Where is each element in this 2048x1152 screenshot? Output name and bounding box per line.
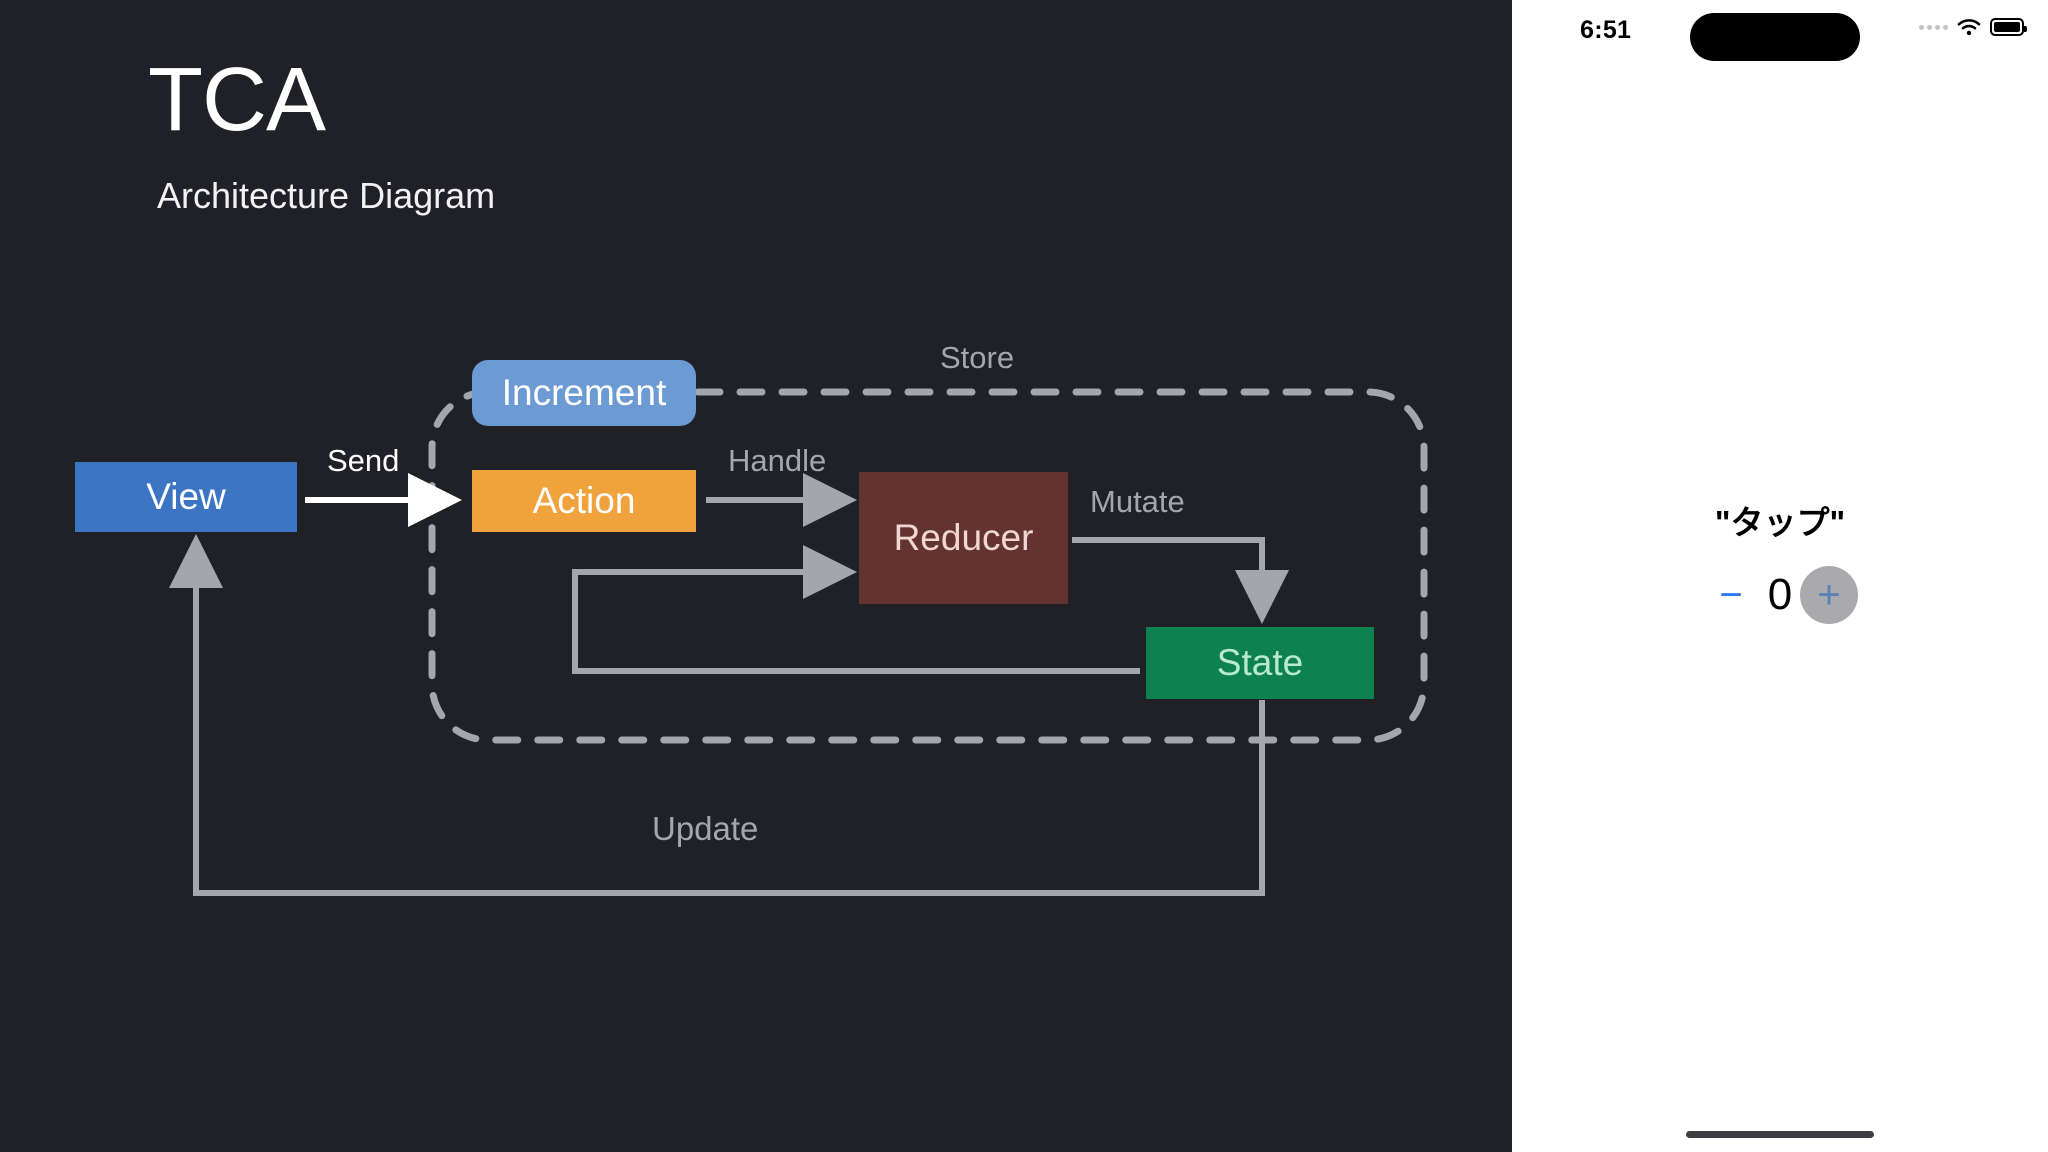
store-boundary	[428, 388, 1428, 744]
edge-label-mutate: Mutate	[1090, 484, 1185, 519]
increment-button-label: +	[1817, 573, 1841, 617]
page-subtitle: Architecture Diagram	[157, 175, 496, 216]
tap-label: "タップ"	[1714, 504, 1846, 541]
node-state: State	[1146, 627, 1374, 699]
ios-simulator-panel: 6:51 "タップ" − 0	[1512, 0, 2048, 1152]
node-reducer-label: Reducer	[893, 517, 1034, 558]
node-view: View	[75, 462, 297, 532]
node-action-label: Action	[532, 480, 636, 521]
edge-update	[169, 534, 1265, 896]
node-view-label: View	[146, 476, 226, 517]
decrement-button[interactable]: −	[1719, 573, 1743, 617]
edge-feedback	[572, 545, 1140, 674]
node-increment: Increment	[472, 360, 696, 426]
counter-screen: "タップ" − 0 +	[1512, 496, 2048, 624]
increment-button-pressed-highlight	[1800, 566, 1858, 624]
diagram-connectors	[169, 388, 1428, 896]
wifi-icon	[1957, 18, 1981, 36]
node-reducer: Reducer	[859, 472, 1068, 604]
status-bar: 6:51	[1512, 0, 2048, 62]
increment-button[interactable]: +	[1800, 566, 1858, 624]
node-increment-label: Increment	[501, 372, 667, 413]
edge-mutate	[1072, 537, 1289, 624]
edge-label-send: Send	[327, 443, 400, 478]
architecture-diagram: View Increment Action Reducer State Send…	[75, 340, 1428, 896]
node-action: Action	[472, 470, 696, 532]
counter-row: − 0 +	[1512, 566, 2048, 624]
store-label: Store	[940, 340, 1015, 375]
page-title: TCA	[148, 50, 326, 150]
home-indicator[interactable]	[1686, 1131, 1874, 1138]
presentation-slide: TCA Architecture Diagram	[0, 0, 1512, 1152]
node-state-label: State	[1216, 642, 1304, 683]
battery-icon	[1990, 18, 2027, 36]
counter-value: 0	[1767, 570, 1793, 619]
status-bar-time: 6:51	[1580, 16, 1632, 44]
edge-label-handle: Handle	[728, 443, 827, 478]
status-bar-indicators	[1919, 18, 2027, 36]
edge-label-update: Update	[652, 810, 759, 847]
cellular-dots-icon	[1919, 24, 1948, 30]
dynamic-island	[1690, 13, 1860, 61]
